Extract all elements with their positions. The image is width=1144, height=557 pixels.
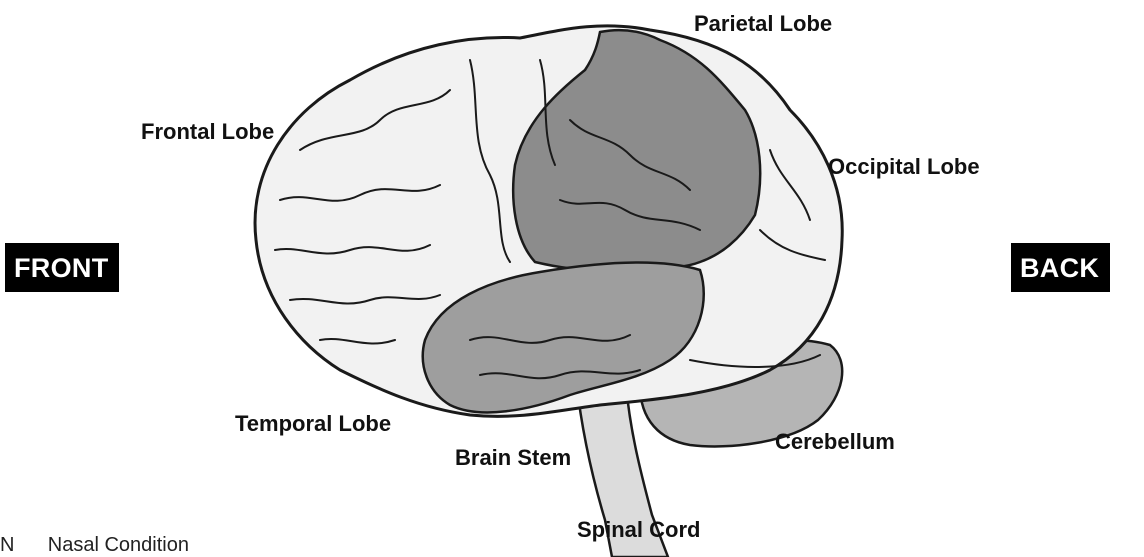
occipital-lobe-label: Occipital Lobe xyxy=(828,156,980,178)
back-direction-tag: BACK xyxy=(1011,243,1110,292)
frontal-lobe-label: Frontal Lobe xyxy=(141,121,274,143)
cerebellum-label: Cerebellum xyxy=(775,431,895,453)
spinal-cord-label: Spinal Cord xyxy=(577,519,700,541)
temporal-lobe-label: Temporal Lobe xyxy=(235,413,391,435)
bottom-caption: N Nasal Condition xyxy=(0,535,189,555)
parietal-lobe-label: Parietal Lobe xyxy=(694,13,832,35)
front-direction-tag: FRONT xyxy=(5,243,119,292)
brain-stem-label: Brain Stem xyxy=(455,447,571,469)
